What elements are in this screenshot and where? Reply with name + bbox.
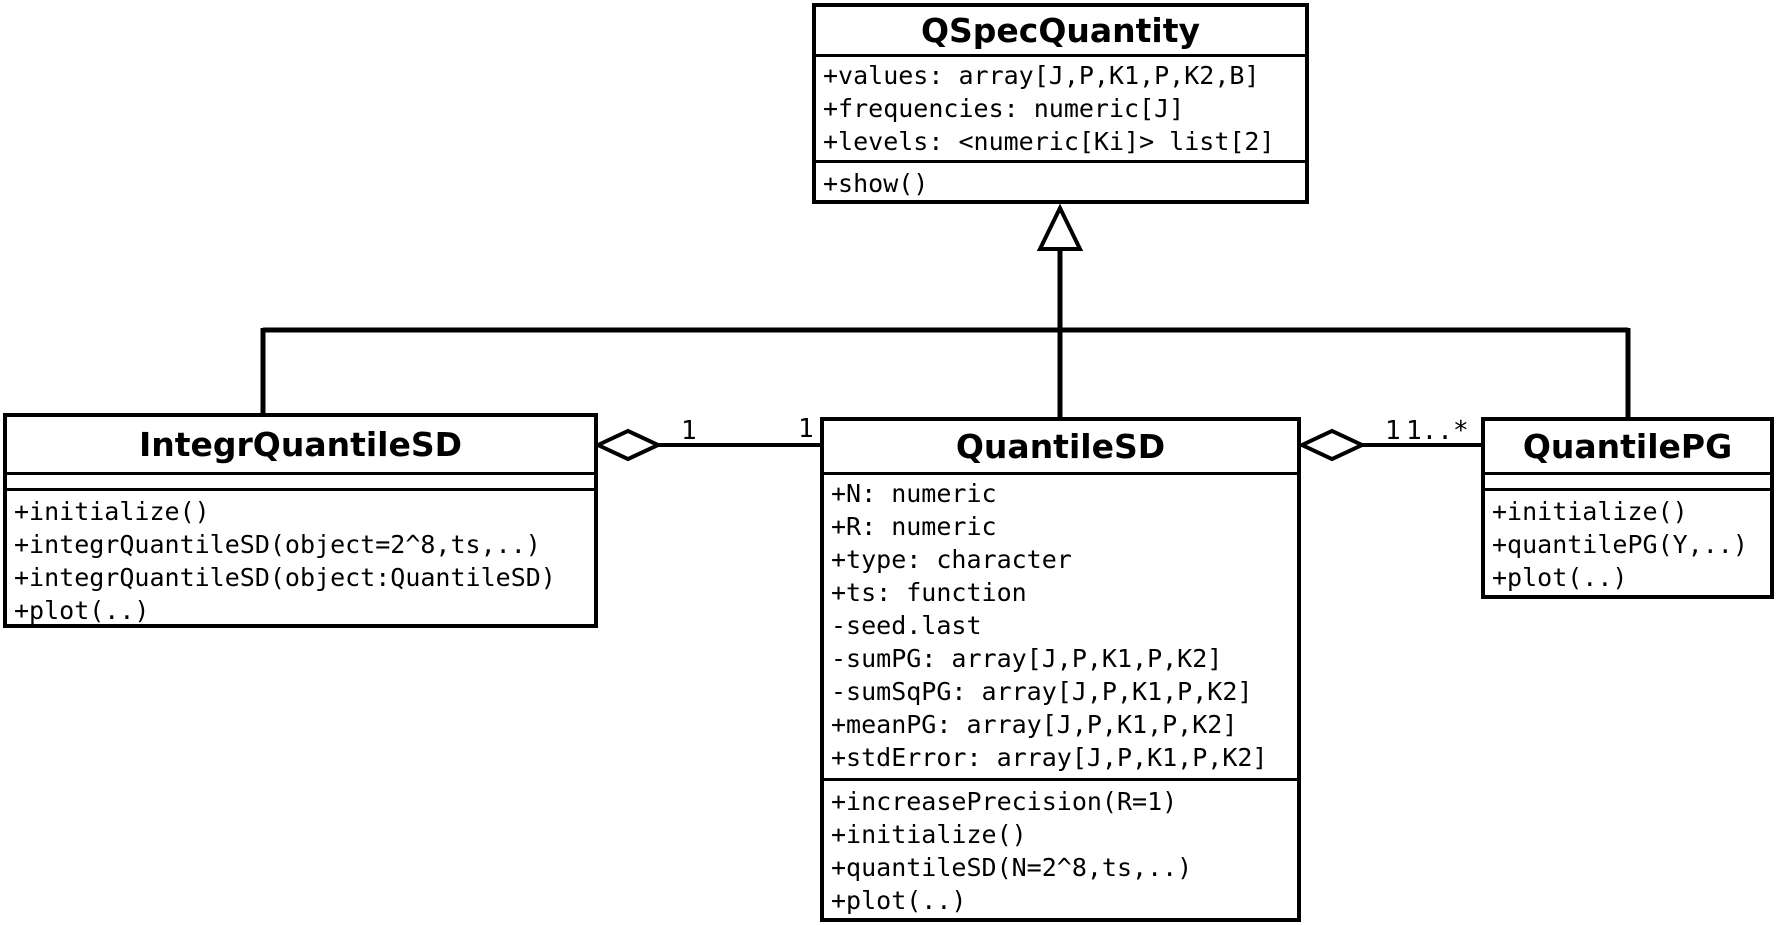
method: +plot(..) (1492, 563, 1628, 592)
class-title: IntegrQuantileSD (7, 417, 594, 475)
method: +plot(..) (831, 886, 967, 915)
class-methods: +show() (816, 163, 1305, 200)
attribute: +R: numeric (831, 512, 997, 541)
attribute: +stdError: array[J,P,K1,P,K2] (831, 743, 1268, 772)
class-quantilepg: QuantilePG +initialize() +quantilePG(Y,.… (1481, 417, 1774, 599)
method: +show() (823, 169, 929, 198)
method: +initialize() (14, 497, 210, 526)
method: +initialize() (1492, 497, 1688, 526)
method: +integrQuantileSD(object=2^8,ts,..) (14, 530, 541, 559)
class-attributes-empty (7, 475, 594, 491)
method: +quantilePG(Y,..) (1492, 530, 1748, 559)
aggregation-diamond-icon-right (1297, 428, 1367, 462)
class-attributes-empty (1485, 475, 1770, 491)
class-title: QSpecQuantity (816, 7, 1305, 57)
attribute: +levels: <numeric[Ki]> list[2] (823, 127, 1275, 156)
attribute: +meanPG: array[J,P,K1,P,K2] (831, 710, 1238, 739)
method: +integrQuantileSD(object:QuantileSD) (14, 563, 556, 592)
class-methods: +increasePrecision(R=1) +initialize() +q… (824, 781, 1297, 918)
attribute: +N: numeric (831, 479, 997, 508)
inheritance-triangle-icon (1036, 203, 1084, 251)
multiplicity-label: 1 (1385, 416, 1401, 446)
attribute: +frequencies: numeric[J] (823, 94, 1185, 123)
class-title: QuantileSD (824, 421, 1297, 475)
attribute: +type: character (831, 545, 1072, 574)
attribute: +ts: function (831, 578, 1027, 607)
multiplicity-label: 1 (798, 414, 814, 444)
multiplicity-label: 1..* (1406, 416, 1469, 446)
class-title: QuantilePG (1485, 421, 1770, 475)
attribute: -sumPG: array[J,P,K1,P,K2] (831, 644, 1223, 673)
class-methods: +initialize() +quantilePG(Y,..) +plot(..… (1485, 491, 1770, 595)
class-attributes: +values: array[J,P,K1,P,K2,B] +frequenci… (816, 57, 1305, 163)
multiplicity-label: 1 (681, 416, 697, 446)
attribute: +values: array[J,P,K1,P,K2,B] (823, 61, 1260, 90)
method: +increasePrecision(R=1) (831, 787, 1178, 816)
class-methods: +initialize() +integrQuantileSD(object=2… (7, 491, 594, 624)
class-quantilesd: QuantileSD +N: numeric +R: numeric +type… (820, 417, 1301, 922)
attribute: -seed.last (831, 611, 982, 640)
method: +initialize() (831, 820, 1027, 849)
method: +plot(..) (14, 596, 150, 624)
class-qspecquantity: QSpecQuantity +values: array[J,P,K1,P,K2… (812, 3, 1309, 204)
class-integrquantilesd: IntegrQuantileSD +initialize() +integrQu… (3, 413, 598, 628)
attribute: -sumSqPG: array[J,P,K1,P,K2] (831, 677, 1253, 706)
aggregation-diamond-icon-left (593, 428, 663, 462)
class-attributes: +N: numeric +R: numeric +type: character… (824, 475, 1297, 781)
method: +quantileSD(N=2^8,ts,..) (831, 853, 1193, 882)
